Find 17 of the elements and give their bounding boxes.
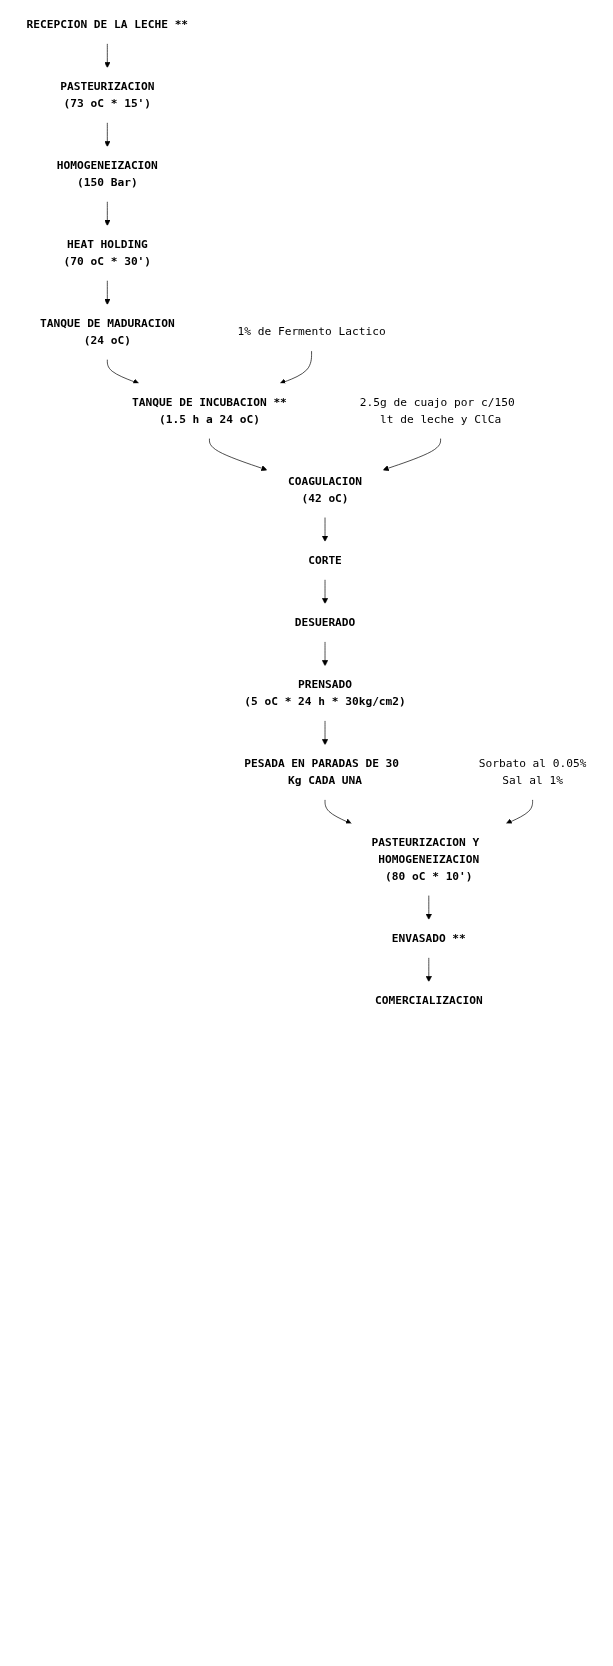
node-text: COMERCIALIZACION <box>374 993 483 1007</box>
node-text: PASTEURIZACION (73 oC * 15') <box>60 79 155 110</box>
node-text: TANQUE DE INCUBACION ** (1.5 h a 24 oC) <box>132 395 287 426</box>
node-text: HOMOGENEIZACION (150 Bar) <box>56 158 158 189</box>
node-text: PESADA EN PARADAS DE 30 Kg CADA UNA <box>244 756 400 787</box>
node-text: DESUERADO <box>294 615 356 629</box>
node-text: ENVASADO ** <box>391 931 466 945</box>
node-text: PRENSADO (5 oC * 24 h * 30kg/cm2) <box>244 677 406 708</box>
node-text: 1% de Fermento Lactico <box>237 324 386 339</box>
node-text: 2.5g de cuajo por c/150 lt de leche y ClCa <box>359 395 515 426</box>
node-text: Sorbato al 0.05% Sal al 1% <box>478 756 587 787</box>
node-text: COAGULACION (42 oC) <box>287 474 363 505</box>
node-text: HEAT HOLDING (70 oC * 30') <box>63 237 152 268</box>
node-text: TANQUE DE MADURACION (24 oC) <box>40 316 175 347</box>
node-text: RECEPCION DE LA LECHE ** <box>26 17 189 31</box>
node-text: PASTEURIZACION Y HOMOGENEIZACION (80 oC * 10') <box>371 835 480 883</box>
node-text: CORTE <box>308 553 342 567</box>
